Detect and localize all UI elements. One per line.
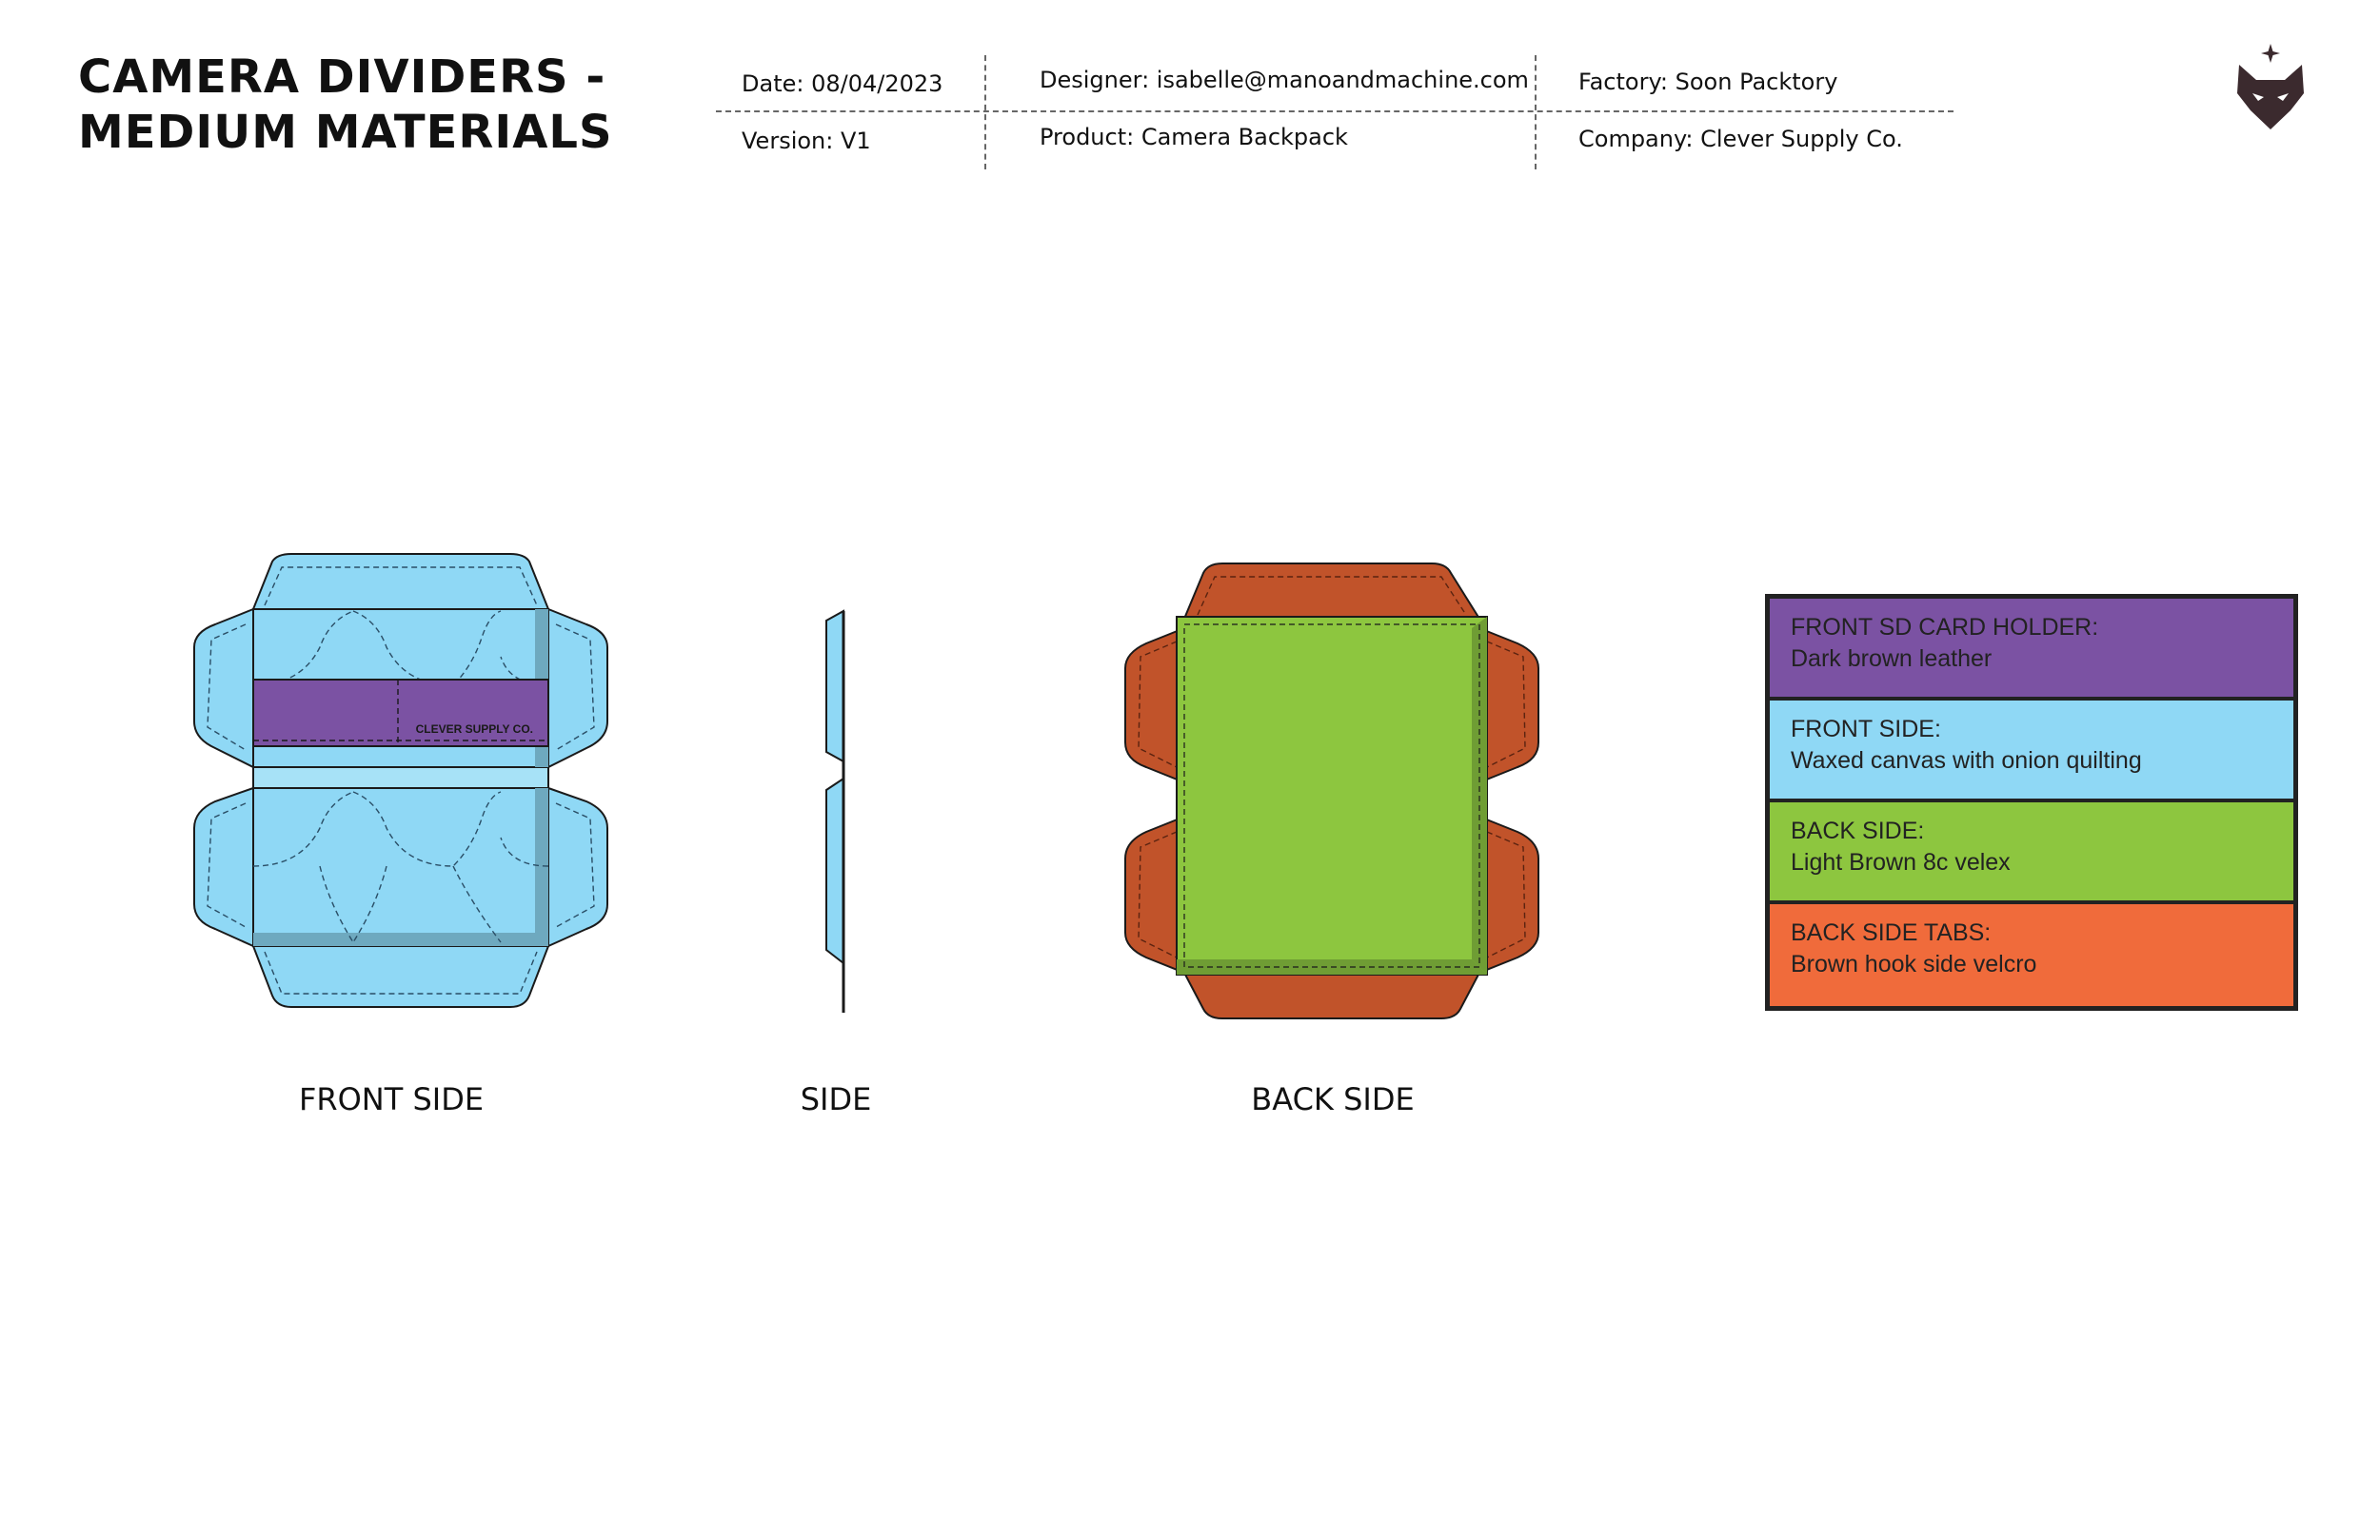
front-side-drawing: CLEVER SUPPLY CO. xyxy=(193,553,608,1008)
fox-logo-icon xyxy=(2237,44,2304,129)
back-panel xyxy=(1176,616,1488,976)
page-title: CAMERA DIVIDERS - MEDIUM MATERIALS xyxy=(78,49,613,160)
meta-divider-vertical-1 xyxy=(984,55,986,169)
onion-quilting xyxy=(252,610,549,943)
legend-title: BACK SIDE: xyxy=(1791,818,1925,844)
front-panels xyxy=(252,608,549,947)
legend-item-back-side: BACK SIDE: Light Brown 8c velex xyxy=(1770,802,2293,904)
materials-legend: FRONT SD CARD HOLDER: Dark brown leather… xyxy=(1765,594,2298,1011)
back-side-caption: BACK SIDE xyxy=(1251,1081,1415,1117)
meta-divider-vertical-2 xyxy=(1535,55,1537,169)
meta-factory: Factory: Soon Packtory xyxy=(1578,69,1838,95)
side-caption: SIDE xyxy=(800,1081,872,1117)
meta-divider-horizontal xyxy=(716,110,1954,112)
title-line-1: CAMERA DIVIDERS - xyxy=(78,50,606,104)
legend-title: FRONT SIDE: xyxy=(1791,716,1941,742)
side-profile-drawing xyxy=(825,609,845,1013)
front-side-caption: FRONT SIDE xyxy=(298,1081,485,1117)
title-line-2: MEDIUM MATERIALS xyxy=(78,106,613,159)
meta-company: Company: Clever Supply Co. xyxy=(1578,126,1903,152)
meta-designer: Designer: isabelle@manoandmachine.com xyxy=(1040,67,1529,93)
legend-item-sd-holder: FRONT SD CARD HOLDER: Dark brown leather xyxy=(1770,599,2293,701)
legend-title: BACK SIDE TABS: xyxy=(1791,919,1992,946)
legend-item-front-side: FRONT SIDE: Waxed canvas with onion quil… xyxy=(1770,701,2293,802)
legend-item-back-tabs: BACK SIDE TABS: Brown hook side velcro xyxy=(1770,904,2293,1006)
legend-desc: Brown hook side velcro xyxy=(1791,951,2037,977)
back-side-drawing xyxy=(1124,563,1539,1019)
legend-title: FRONT SD CARD HOLDER: xyxy=(1791,614,2099,641)
back-tab-stitching xyxy=(1138,576,1526,958)
legend-desc: Waxed canvas with onion quilting xyxy=(1791,747,2142,774)
legend-desc: Dark brown leather xyxy=(1791,645,1993,672)
meta-product: Product: Camera Backpack xyxy=(1040,124,1348,150)
sd-card-holder: CLEVER SUPPLY CO. xyxy=(252,679,549,747)
front-outer-flaps xyxy=(193,553,608,1008)
meta-version: Version: V1 xyxy=(742,128,871,154)
meta-date: Date: 08/04/2023 xyxy=(742,70,943,97)
legend-desc: Light Brown 8c velex xyxy=(1791,849,2011,876)
front-flap-stitching xyxy=(207,566,595,995)
sd-holder-brand-text: CLEVER SUPPLY CO. xyxy=(416,722,533,736)
